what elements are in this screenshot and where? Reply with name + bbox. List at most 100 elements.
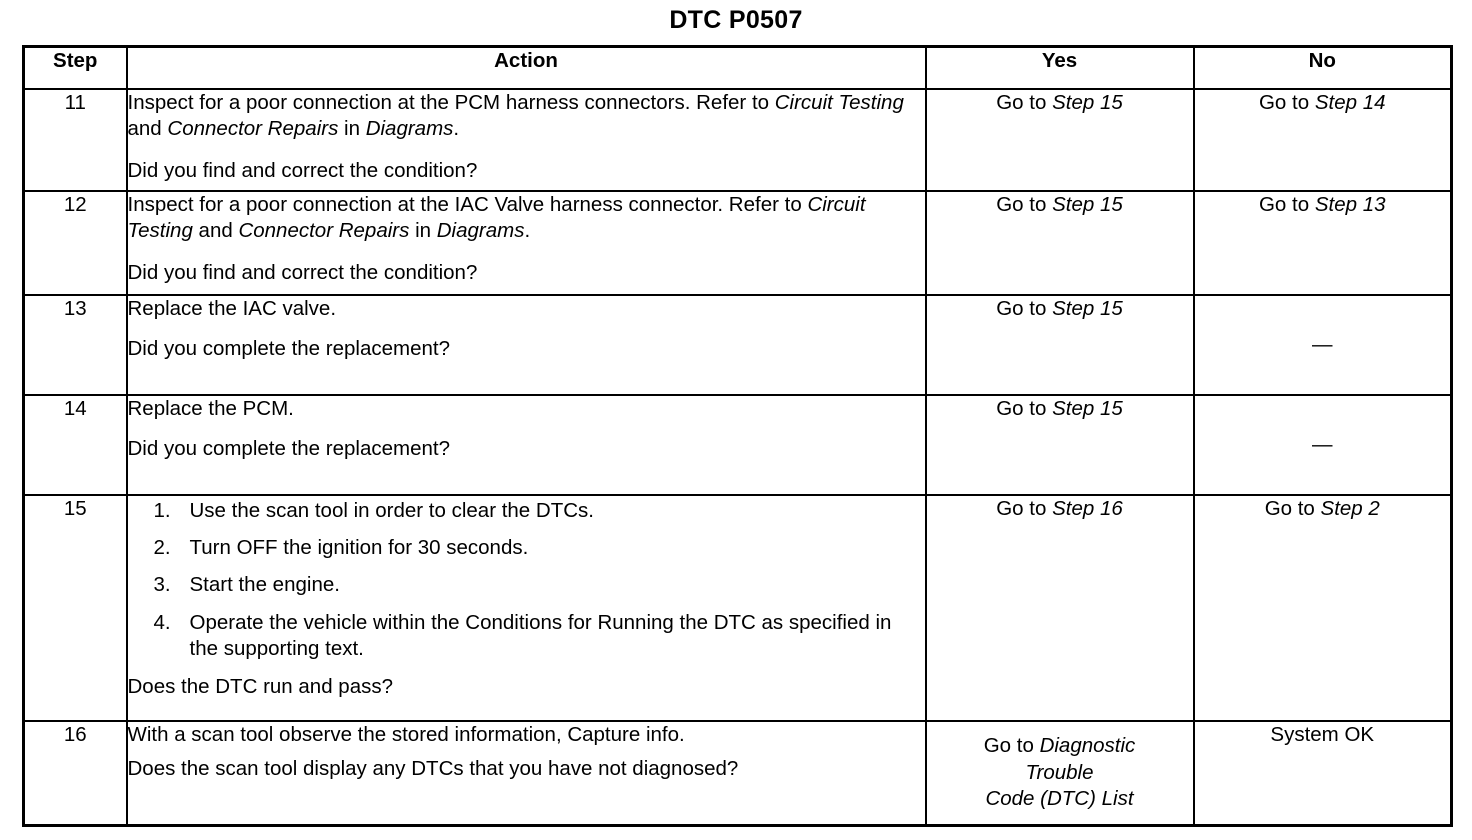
goto-label: Go to bbox=[996, 91, 1053, 114]
action-text: Replace the PCM. Did you complete the re… bbox=[125, 394, 927, 496]
table-row: 13 Replace the IAC valve. Did you comple… bbox=[22, 294, 1453, 396]
list-item-number: 4. bbox=[153, 610, 171, 634]
reference-diagrams: Diagrams bbox=[365, 117, 454, 141]
goto-target-line1: Diagnostic bbox=[1039, 734, 1136, 758]
table-row: 16 With a scan tool observe the stored i… bbox=[22, 720, 1453, 826]
preposition-text: in bbox=[338, 117, 366, 141]
goto-target: Step 15 bbox=[1052, 91, 1123, 114]
goto-label: Go to bbox=[996, 297, 1053, 320]
action-text: With a scan tool observe the stored info… bbox=[125, 720, 927, 826]
conjunction-text: and bbox=[192, 219, 239, 243]
page-title: DTC P0507 bbox=[669, 6, 803, 34]
no-answer: Go to Step 2 bbox=[1192, 494, 1453, 722]
goto-target: Step 15 bbox=[1052, 193, 1123, 216]
yes-answer: Go to Step 15 bbox=[924, 294, 1195, 396]
column-header-yes: Yes bbox=[924, 45, 1195, 90]
list-item: 3. Start the engine. bbox=[128, 572, 925, 598]
action-instruction: Replace the IAC valve. bbox=[127, 297, 337, 320]
reference-diagrams: Diagrams bbox=[436, 219, 525, 243]
no-answer: Go to Step 14 bbox=[1192, 88, 1453, 192]
goto-line-1: Go to Diagnostic bbox=[927, 733, 1193, 759]
instruction-text: Inspect for a poor connection at the PCM… bbox=[127, 91, 775, 114]
list-item-text: Start the engine. bbox=[189, 573, 340, 597]
action-question: Does the scan tool display any DTCs that… bbox=[127, 757, 739, 781]
list-item-text: Use the scan tool in order to clear the … bbox=[189, 499, 595, 522]
column-header-action: Action bbox=[125, 45, 927, 90]
table-row: 12 Inspect for a poor connection at the … bbox=[22, 190, 1453, 296]
conjunction-text: and bbox=[127, 117, 168, 141]
action-question: Does the DTC run and pass? bbox=[127, 675, 394, 699]
yes-answer: Go to Step 16 bbox=[924, 494, 1195, 722]
table-header: Step Action Yes No bbox=[22, 45, 1453, 90]
reference-connector-repairs: Connector Repairs bbox=[167, 117, 339, 141]
action-text: 1. Use the scan tool in order to clear th… bbox=[125, 494, 927, 722]
diagnostic-steps-table: Step Action Yes No 11 Inspect for a poor… bbox=[22, 45, 1453, 827]
preposition-text: in bbox=[409, 219, 437, 243]
step-number: 14 bbox=[22, 394, 128, 496]
no-answer: — bbox=[1192, 294, 1453, 396]
yes-answer: Go to Diagnostic Trouble Code (DTC) List bbox=[924, 720, 1195, 826]
goto-label: Go to bbox=[1258, 193, 1315, 216]
column-header-no: No bbox=[1192, 45, 1453, 90]
table-row: 11 Inspect for a poor connection at the … bbox=[22, 88, 1453, 192]
goto-line-3: Code (DTC) List bbox=[927, 786, 1193, 812]
action-text: Replace the IAC valve. Did you complete … bbox=[125, 294, 927, 396]
goto-label: Go to bbox=[996, 397, 1053, 420]
table-body: 11 Inspect for a poor connection at the … bbox=[22, 88, 1453, 826]
list-item-number: 2. bbox=[153, 536, 171, 560]
list-item: 1. Use the scan tool in order to clear th… bbox=[128, 498, 925, 524]
list-item-number: 1. bbox=[153, 499, 171, 522]
no-answer: System OK bbox=[1192, 720, 1453, 826]
action-instruction: With a scan tool observe the stored info… bbox=[127, 723, 685, 746]
goto-label: Go to bbox=[1258, 91, 1315, 114]
action-text: Inspect for a poor connection at the PCM… bbox=[125, 88, 927, 192]
goto-label: Go to bbox=[996, 193, 1053, 216]
goto-label: Go to bbox=[1264, 497, 1321, 520]
goto-label: Go to bbox=[996, 497, 1053, 520]
spacer bbox=[128, 322, 925, 336]
action-question: Did you complete the replacement? bbox=[127, 337, 451, 361]
action-question: Did you find and correct the condition? bbox=[127, 261, 478, 285]
goto-target: Step 15 bbox=[1052, 397, 1123, 420]
step-number: 16 bbox=[22, 720, 128, 826]
no-answer: Go to Step 13 bbox=[1192, 190, 1453, 296]
goto-target: Step 16 bbox=[1052, 497, 1123, 520]
period-text: . bbox=[453, 117, 460, 141]
step-number: 15 bbox=[22, 494, 128, 722]
goto-line-2: Trouble bbox=[927, 760, 1193, 786]
action-step-list: 1. Use the scan tool in order to clear th… bbox=[128, 498, 925, 662]
no-answer: — bbox=[1192, 394, 1453, 496]
step-number: 12 bbox=[22, 190, 128, 296]
action-instruction: Replace the PCM. bbox=[127, 397, 294, 420]
goto-target-line2: Trouble bbox=[1025, 760, 1094, 784]
column-header-step: Step bbox=[22, 45, 128, 90]
instruction-text: Inspect for a poor connection at the IAC… bbox=[127, 193, 808, 216]
action-text: Inspect for a poor connection at the IAC… bbox=[125, 190, 927, 296]
reference-circuit-testing: Circuit Testing bbox=[774, 91, 904, 114]
reference-circuit-testing: Circuit Testing bbox=[127, 193, 866, 243]
step-number: 13 bbox=[22, 294, 128, 396]
list-item: 4. Operate the vehicle within the Conditi… bbox=[128, 610, 925, 662]
goto-target: Step 15 bbox=[1052, 297, 1123, 320]
goto-target: Step 14 bbox=[1314, 91, 1386, 114]
reference-connector-repairs: Connector Repairs bbox=[238, 219, 410, 243]
list-item: 2.Turn OFF the ignition for 30 seconds. bbox=[128, 535, 925, 561]
goto-label: Go to bbox=[983, 734, 1040, 758]
action-instruction: Inspect for a poor connection at the IAC… bbox=[128, 192, 925, 244]
yes-answer: Go to Step 15 bbox=[924, 190, 1195, 296]
table-header-row: Step Action Yes No bbox=[22, 45, 1453, 90]
list-item-number: 3. bbox=[153, 573, 171, 597]
step-number: 11 bbox=[22, 88, 128, 192]
yes-answer: Go to Step 15 bbox=[924, 88, 1195, 192]
action-question: Did you complete the replacement? bbox=[127, 437, 451, 461]
goto-target-line3: Code (DTC) List bbox=[985, 786, 1134, 810]
action-instruction: Inspect for a poor connection at the PCM… bbox=[128, 90, 925, 142]
spacer bbox=[128, 422, 925, 436]
table-row: 14 Replace the PCM. Did you complete the… bbox=[22, 394, 1453, 496]
period-text: . bbox=[524, 219, 531, 243]
yes-answer: Go to Step 15 bbox=[924, 394, 1195, 496]
table-row: 15 1. Use the scan tool in order to clear… bbox=[22, 494, 1453, 722]
goto-target: Step 2 bbox=[1320, 497, 1380, 520]
list-item-text: Operate the vehicle within the Condition… bbox=[189, 610, 892, 660]
